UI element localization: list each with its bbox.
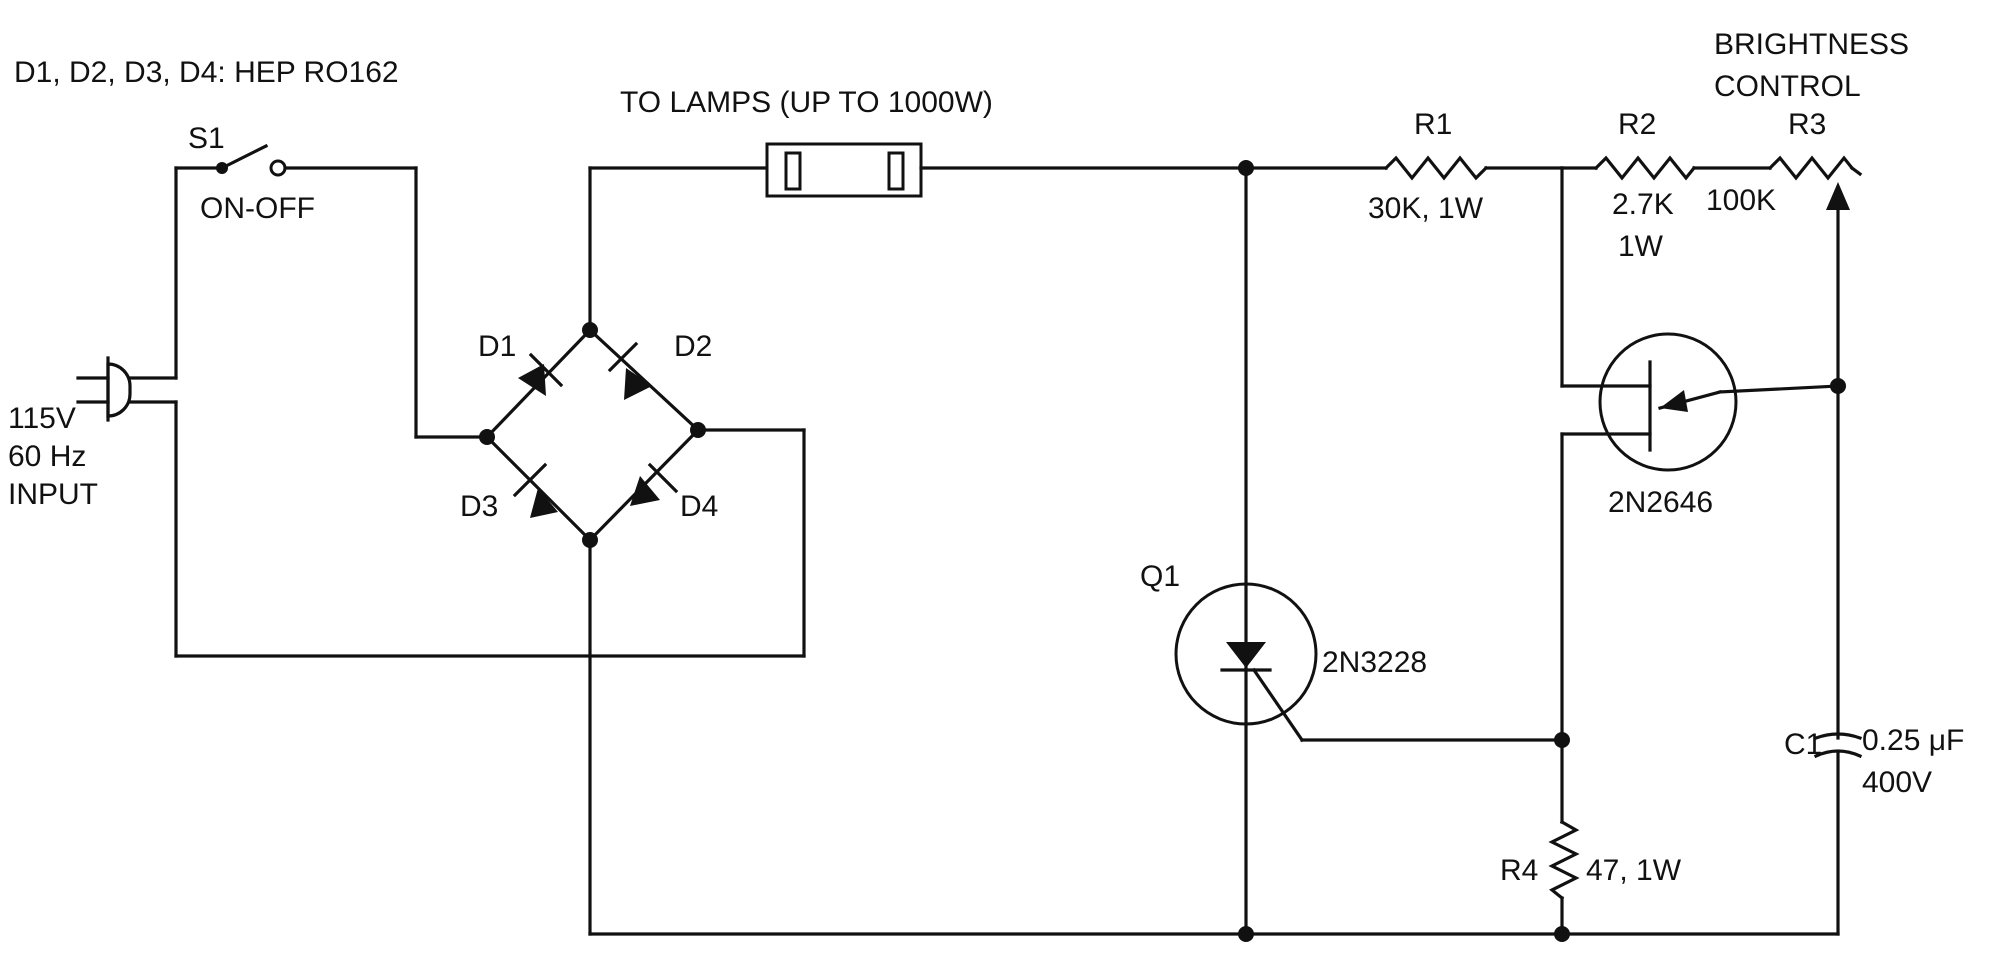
q1-part-label: 2N3228 [1322, 646, 1427, 679]
ujt-2n2646 [1560, 166, 1846, 742]
input-voltage-label: 115V [8, 402, 76, 435]
rail-bottom [588, 538, 1840, 942]
c1-value-line1: 0.25 μF [1862, 724, 1964, 757]
resistor-r4 [1548, 738, 1580, 936]
switch-function-label: ON-OFF [200, 192, 315, 225]
q1-ref-label: Q1 [1140, 560, 1180, 593]
resistor-r2 [1560, 155, 1772, 181]
r2-value-line1: 2.7K [1612, 188, 1674, 221]
input-frequency-label: 60 Hz [8, 440, 86, 473]
bridge-node-left [479, 429, 495, 445]
ujt-part-label: 2N2646 [1608, 486, 1713, 519]
diode-part-note: D1, D2, D3, D4: HEP RO162 [14, 56, 399, 89]
r1-ref-label: R1 [1414, 108, 1452, 141]
switch-ref-label: S1 [188, 122, 225, 155]
diode-d1 [518, 352, 564, 396]
diode-d4 [630, 462, 679, 506]
input-label: INPUT [8, 478, 98, 511]
diode-d3-label: D3 [460, 490, 498, 523]
c1-value-line2: 400V [1862, 766, 1932, 799]
diode-d2 [607, 341, 652, 400]
r3-ref-label: R3 [1788, 108, 1826, 141]
wiper-arrow [1826, 182, 1850, 210]
diode-d4-label: D4 [680, 490, 718, 523]
lamp-load [588, 142, 1248, 332]
ac-plug [76, 356, 178, 422]
resistor-r1 [1383, 155, 1564, 181]
r1-value-label: 30K, 1W [1368, 192, 1484, 225]
scr-q1 [1174, 166, 1570, 936]
diode-d2-label: D2 [674, 330, 712, 363]
bridge-node-right [690, 422, 706, 438]
r3-title-line1: BRIGHTNESS [1714, 28, 1909, 61]
r3-title-line2: CONTROL [1714, 70, 1861, 103]
input-return-wire [174, 400, 806, 658]
r4-value-label: 47, 1W [1586, 854, 1682, 887]
capacitor-c1 [1813, 384, 1863, 936]
diode-bridge [479, 322, 706, 548]
diode-d1-label: D1 [478, 330, 516, 363]
r2-ref-label: R2 [1618, 108, 1656, 141]
lamps-label: TO LAMPS (UP TO 1000W) [620, 86, 993, 119]
potentiometer-r3 [1767, 155, 1863, 388]
r4-ref-label: R4 [1500, 854, 1538, 887]
r2-value-line2: 1W [1618, 230, 1664, 263]
r3-value-label: 100K [1706, 184, 1776, 217]
switch-s1 [174, 143, 489, 439]
diode-d3 [512, 462, 558, 518]
